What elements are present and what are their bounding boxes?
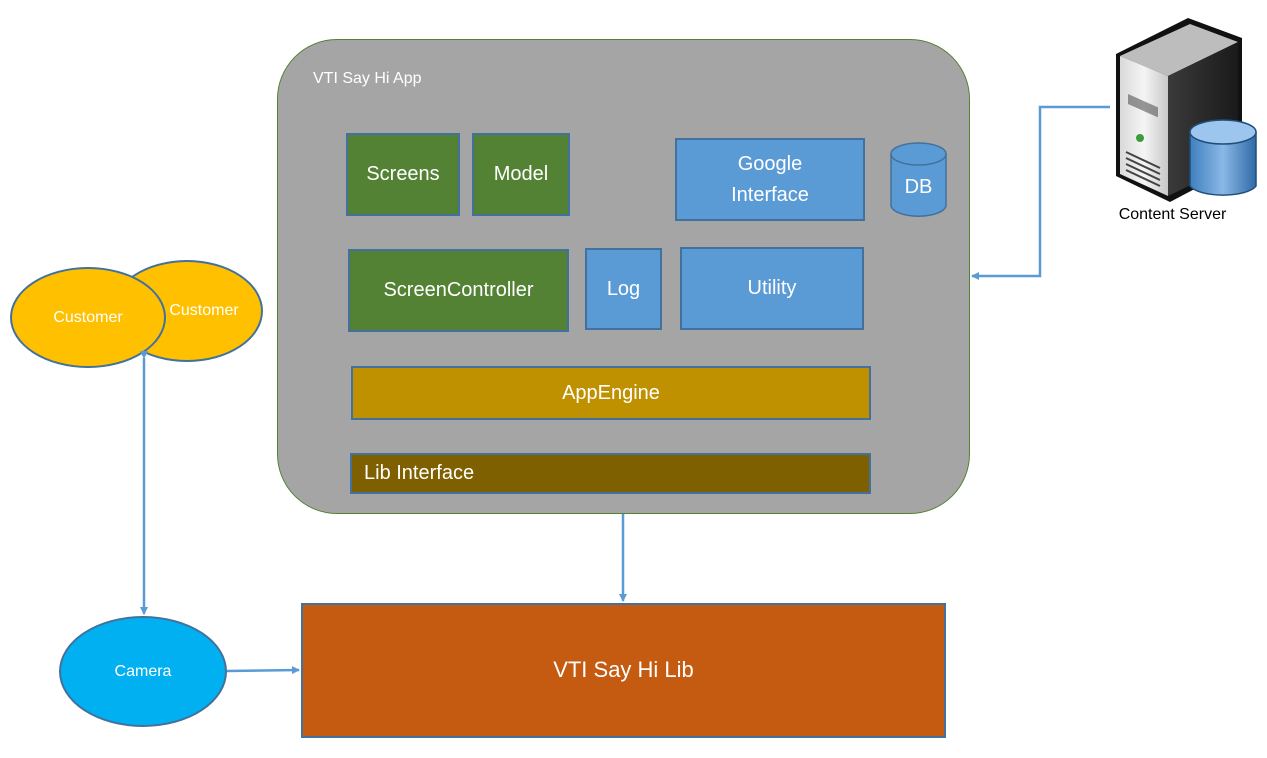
say-hi-lib-box: VTI Say Hi Lib xyxy=(301,603,946,738)
app-title: VTI Say Hi App xyxy=(313,70,422,87)
server-to-app-arrow xyxy=(971,105,1110,280)
server-database-icon xyxy=(1116,18,1257,202)
camera-to-lib-arrow xyxy=(226,666,300,675)
content-server-label: Content Server xyxy=(1118,206,1227,223)
camera-ellipse: Camera xyxy=(59,616,227,727)
screen-controller-box: ScreenController xyxy=(348,249,569,332)
screens-box: Screens xyxy=(346,133,460,216)
lib-interface-box: Lib Interface xyxy=(350,453,871,494)
google-interface-box: Google Interface xyxy=(675,138,865,221)
model-box: Model xyxy=(472,133,570,216)
app-engine-box: AppEngine xyxy=(351,366,871,420)
log-box: Log xyxy=(585,248,662,330)
db-label: DB xyxy=(904,176,933,198)
utility-box: Utility xyxy=(680,247,864,330)
